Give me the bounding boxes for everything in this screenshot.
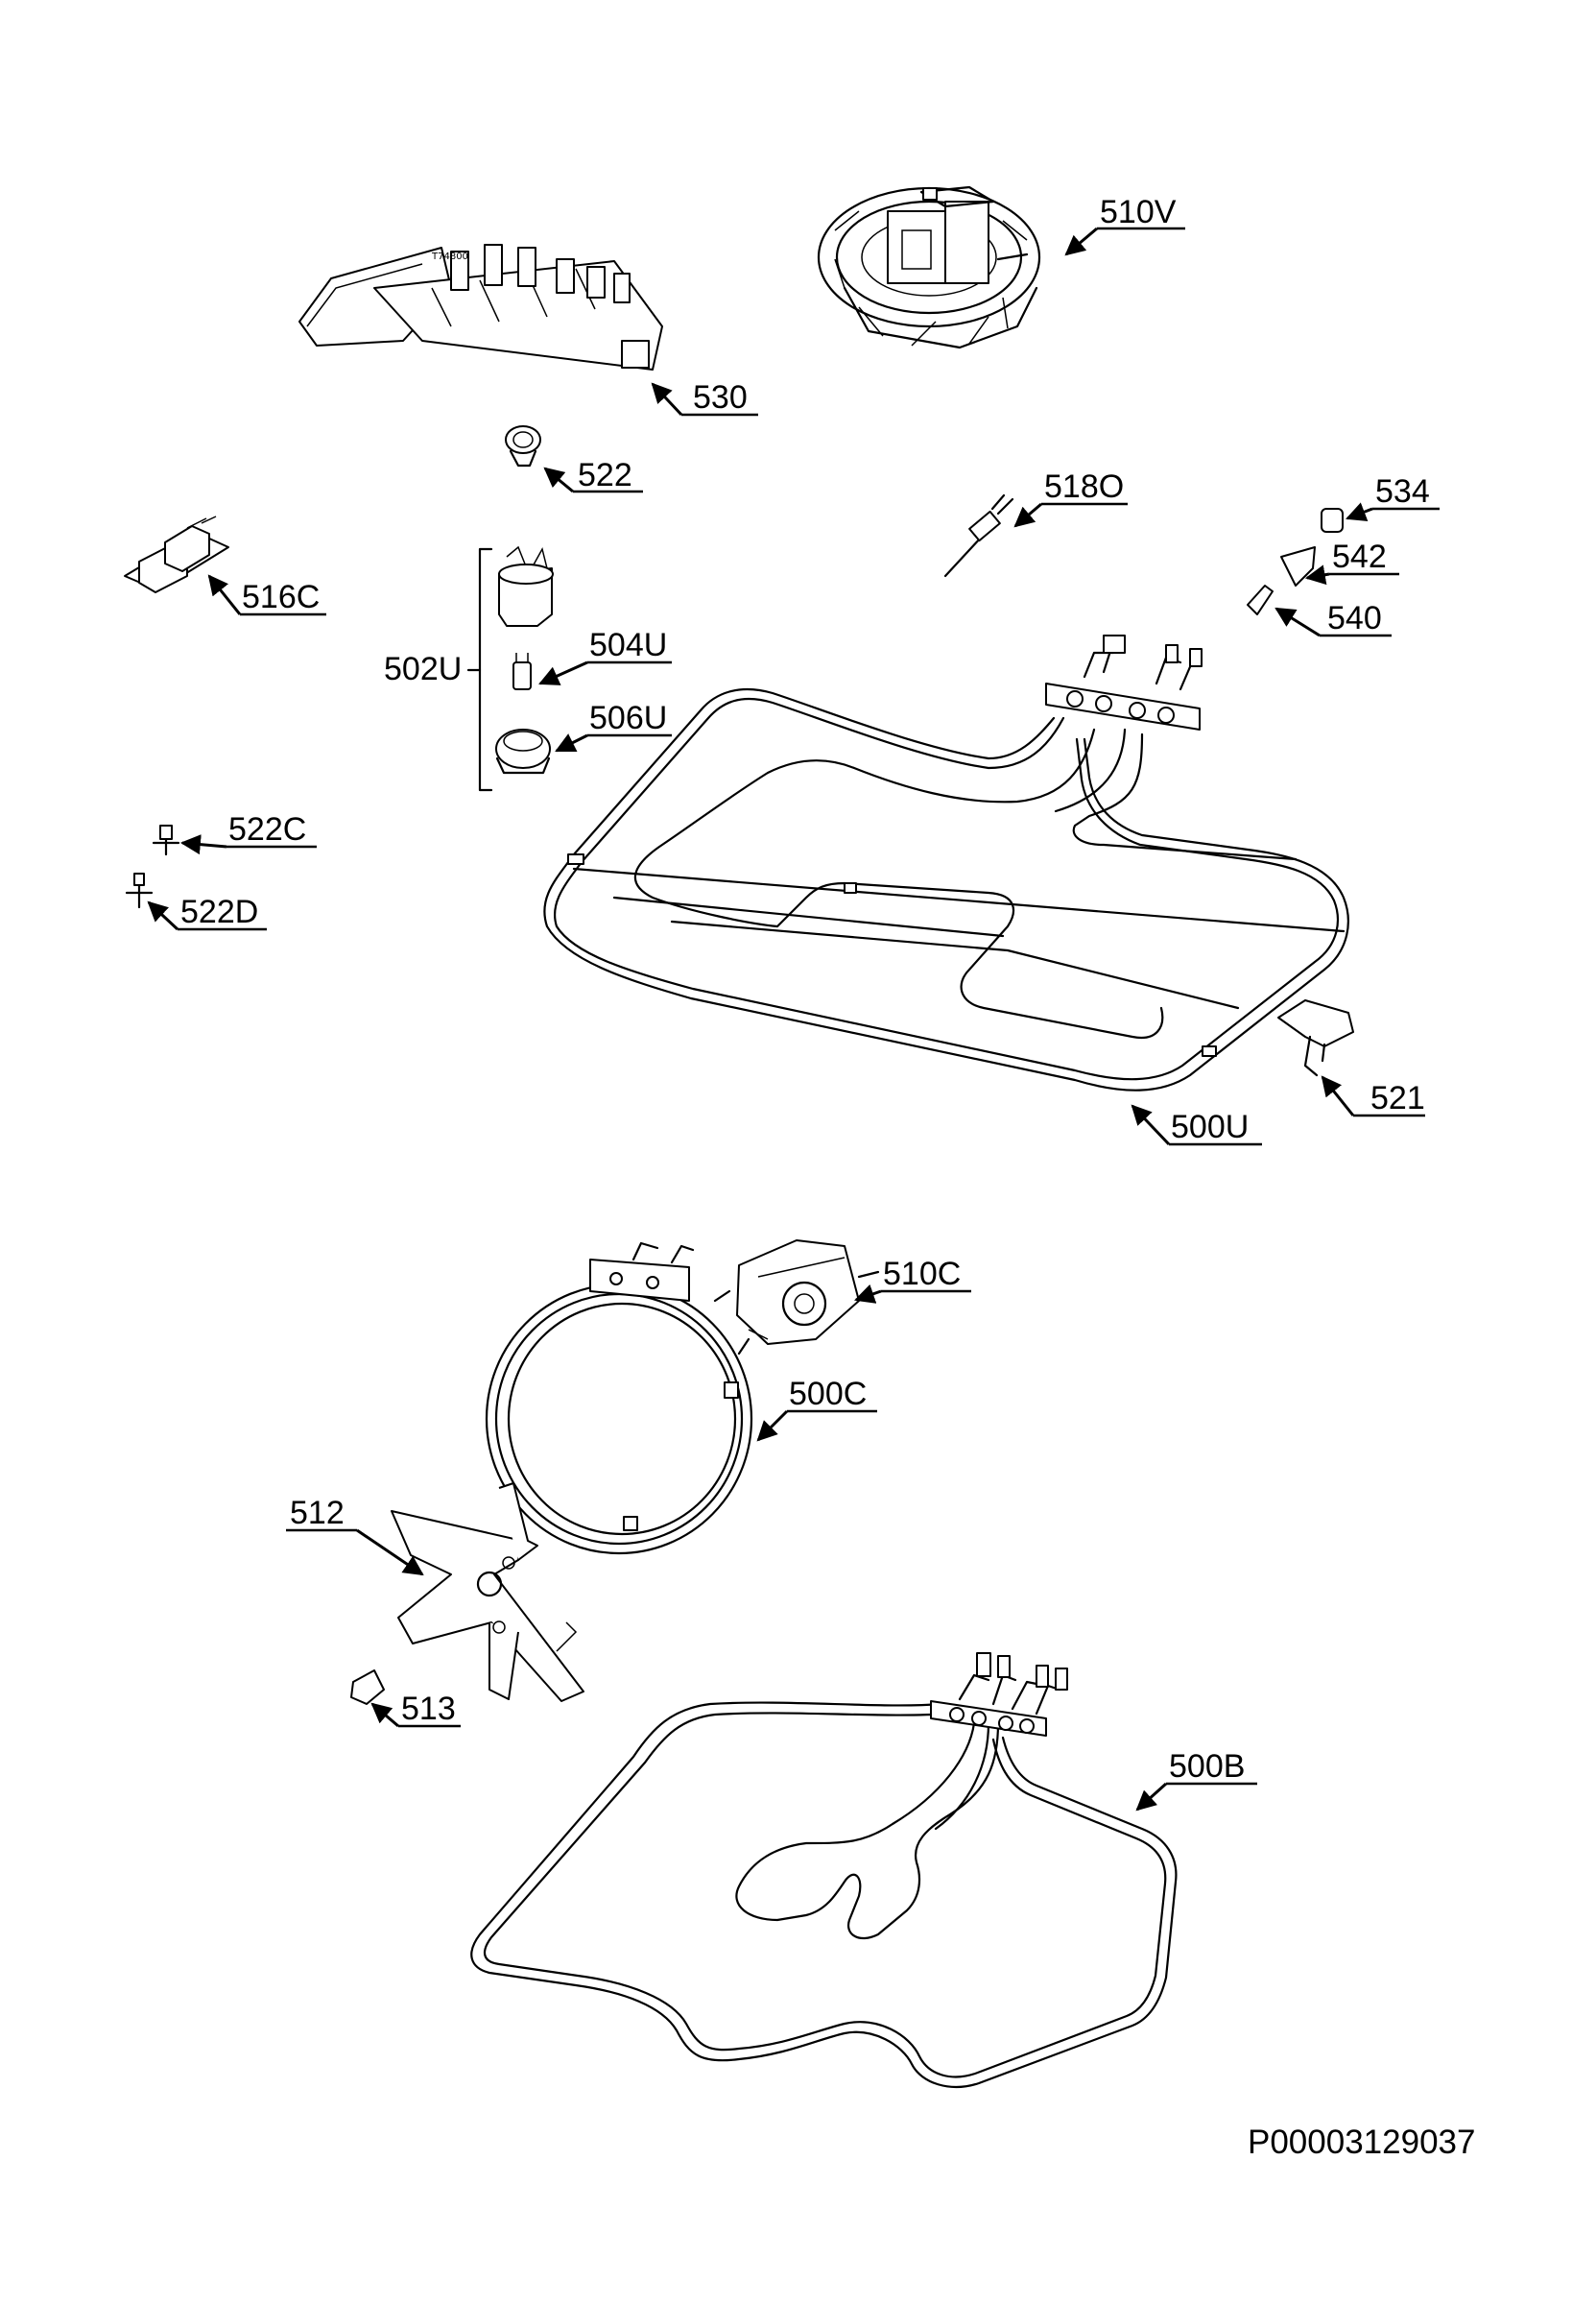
- label-522: 522: [578, 457, 632, 493]
- label-510c: 510C: [883, 1256, 961, 1292]
- callout-500c: 500C: [756, 1376, 877, 1442]
- part-534: [1321, 508, 1344, 533]
- label-500u: 500U: [1171, 1109, 1249, 1145]
- part-542: [1280, 546, 1316, 587]
- label-513: 513: [401, 1691, 456, 1727]
- part-530-terminal-block: T74800: [298, 244, 663, 371]
- callout-518o: 518O: [1013, 468, 1128, 528]
- callout-502u: 502U: [384, 651, 462, 687]
- label-502u: 502U: [384, 651, 462, 687]
- callout-522d: 522D: [147, 894, 267, 931]
- label-522d: 522D: [180, 894, 258, 930]
- callout-534: 534: [1346, 473, 1440, 522]
- label-506u: 506U: [589, 700, 667, 736]
- document-id: P00003129037: [1248, 2124, 1476, 2161]
- callout-510c: 510C: [854, 1256, 971, 1304]
- part-522-clip: [505, 425, 541, 468]
- part-513-nut: [350, 1669, 385, 1705]
- callout-500u: 500U: [1131, 1104, 1262, 1146]
- callout-521: 521: [1321, 1075, 1425, 1117]
- part-540: [1247, 585, 1274, 615]
- label-534: 534: [1375, 473, 1430, 510]
- part-510v-fan-motor: [817, 185, 1041, 349]
- label-516c: 516C: [242, 579, 320, 615]
- callout-522: 522: [543, 457, 643, 493]
- callout-540: 540: [1274, 600, 1392, 637]
- label-522c: 522C: [228, 811, 306, 848]
- part-500c-ring-heater: [485, 1241, 753, 1555]
- callout-500b: 500B: [1135, 1748, 1257, 1812]
- part-516c-relay-board: [124, 516, 229, 593]
- part-510c-convection-motor: [713, 1239, 880, 1356]
- label-500c: 500C: [789, 1376, 867, 1412]
- part-522c-screw: [152, 825, 180, 856]
- label-521: 521: [1370, 1080, 1425, 1116]
- callout-522c: 522C: [179, 811, 317, 855]
- label-518o: 518O: [1044, 468, 1124, 505]
- callout-513: 513: [370, 1691, 461, 1728]
- callout-512: 512: [286, 1495, 424, 1576]
- label-530: 530: [693, 379, 748, 416]
- part-521-clip: [1277, 999, 1354, 1077]
- part-518o-sensor: [943, 493, 1014, 578]
- svg-text:T74800: T74800: [431, 252, 468, 262]
- label-512: 512: [290, 1495, 345, 1531]
- label-510v: 510V: [1100, 194, 1177, 230]
- part-512-fan-blade: [391, 1482, 584, 1702]
- part-500b-bottom-heater: [470, 1652, 1178, 2088]
- label-542: 542: [1332, 539, 1387, 575]
- part-500u-top-heater: [543, 635, 1349, 1092]
- callout-542: 542: [1304, 539, 1399, 586]
- label-540: 540: [1327, 600, 1382, 636]
- callout-504u: 504U: [538, 627, 672, 685]
- callout-510v: 510V: [1064, 194, 1185, 256]
- part-502u-lamp-group: [466, 545, 554, 792]
- callout-530: 530: [651, 379, 758, 417]
- callout-516c: 516C: [207, 574, 326, 616]
- label-500b: 500B: [1169, 1748, 1245, 1785]
- part-522d-screw: [125, 873, 154, 909]
- label-504u: 504U: [589, 627, 667, 663]
- callout-506u: 506U: [555, 700, 672, 753]
